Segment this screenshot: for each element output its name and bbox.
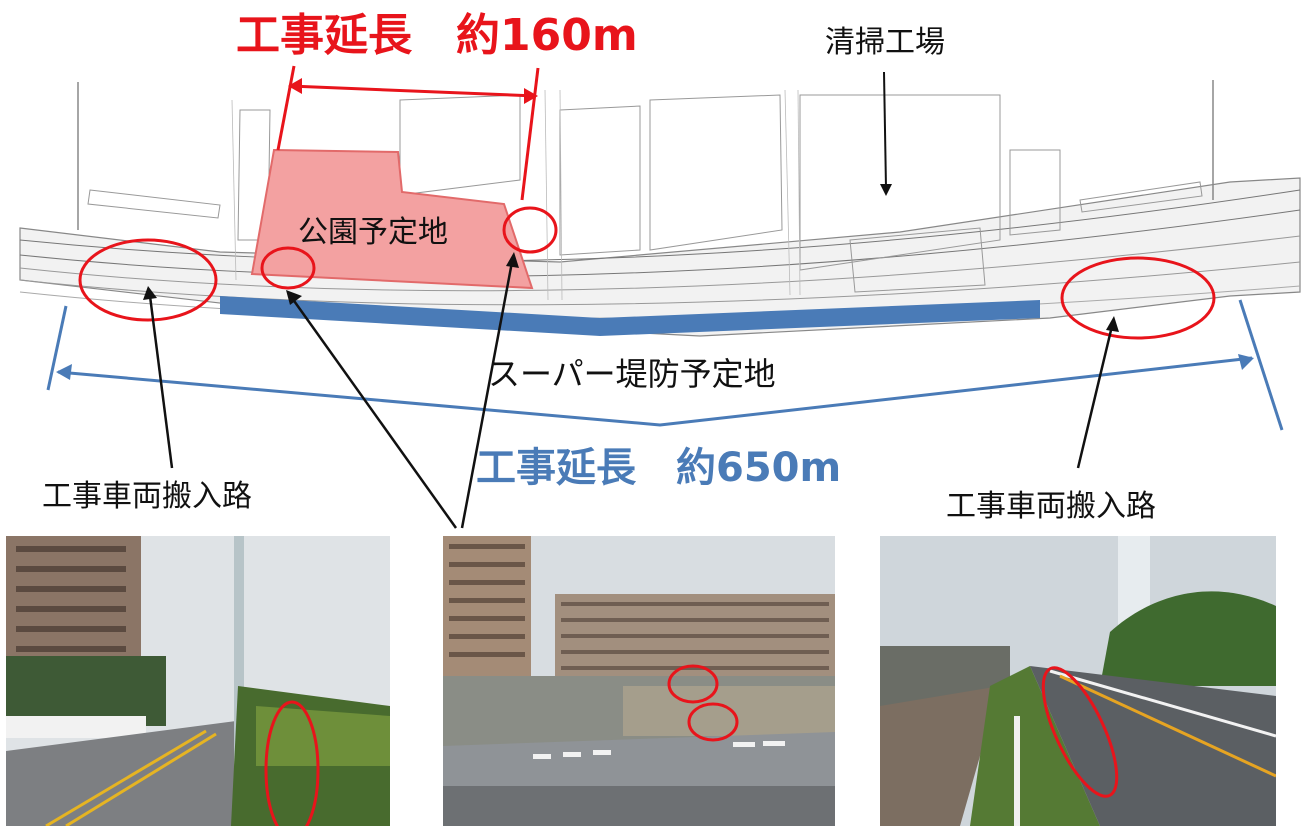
dim-160-left-tick (276, 65, 296, 151)
photo-park-site (443, 536, 835, 826)
dim-160-arrowhead-right (524, 88, 538, 104)
vehicle-route-left-label: 工事車両搬入路 (42, 479, 252, 514)
dim-650-arrowhead-right (1238, 354, 1254, 370)
construction-length-160m-label: 工事延長 約160m (236, 10, 638, 61)
cleaning-plant-label: 清掃工場 (825, 25, 945, 60)
dim-650-arrow (57, 356, 1253, 427)
dim-160-arrow (289, 84, 537, 98)
circle-route-left (78, 238, 218, 322)
photo-vehicle-route-right (880, 536, 1276, 826)
dim-650-left-tick (46, 305, 68, 391)
park-site-label: 公園予定地 (298, 215, 448, 250)
plant-arrowhead (880, 184, 892, 196)
arrowhead-photo-mid-1 (286, 290, 302, 305)
dim-650-right-tick (1238, 299, 1284, 431)
circle-park-entry (260, 246, 316, 290)
super-levee-band (220, 296, 1040, 336)
arrow-photo-mid-1 (290, 297, 458, 529)
plant-arrow (883, 71, 887, 189)
dim-160-arrowhead-left (288, 78, 302, 94)
arrowhead-route-right (1106, 316, 1119, 332)
road-line-4 (19, 261, 1301, 306)
site-plan-map (19, 65, 1301, 529)
arrow-route-left (148, 295, 174, 469)
construction-length-650m-label: 工事延長 約650m (476, 445, 842, 491)
map-detail-lines (231, 89, 801, 301)
vehicle-route-right-label: 工事車両搬入路 (946, 489, 1156, 524)
circle-park-corner (502, 206, 558, 254)
arrow-photo-mid-2 (460, 261, 514, 529)
super-levee-site-label: スーパー堤防予定地 (488, 355, 776, 393)
road-line-3 (19, 235, 1301, 292)
photo-vehicle-route-left (6, 536, 390, 826)
park-site-area (250, 148, 534, 290)
city-blocks (87, 94, 1203, 293)
arrow-route-right (1076, 325, 1114, 469)
road-line-1 (19, 189, 1301, 262)
dim-160-right-tick (520, 67, 540, 201)
dim-650-arrowhead-left (56, 364, 72, 380)
road-line-2 (19, 209, 1301, 278)
arrowhead-route-left (143, 286, 157, 300)
circle-route-right (1060, 256, 1216, 340)
arrowhead-photo-mid-2 (506, 252, 519, 268)
